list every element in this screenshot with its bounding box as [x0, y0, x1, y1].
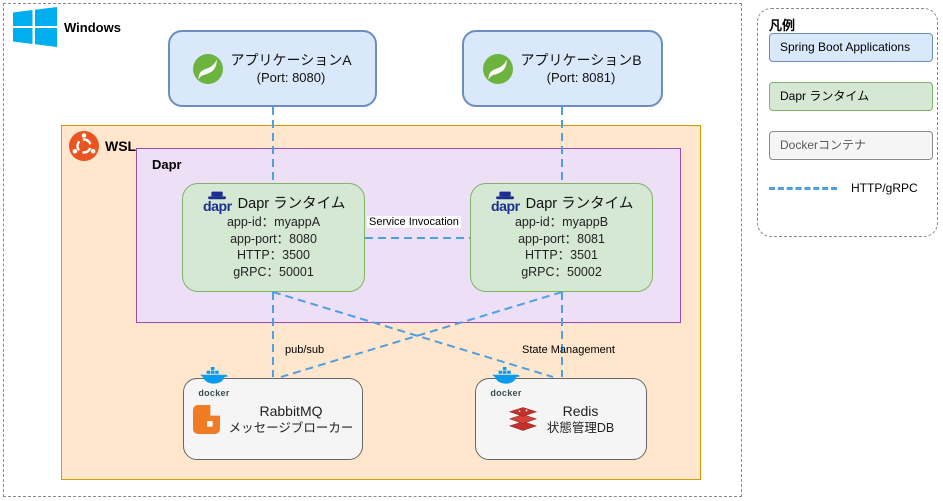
- app-b-port: (Port: 8081): [546, 70, 616, 85]
- runtime-a-title: Dapr ランタイム: [237, 196, 346, 212]
- docker-wordmark: docker: [490, 388, 522, 398]
- svg-text:dapr: dapr: [203, 198, 233, 214]
- legend-item-docker-container: Dockerコンテナ: [769, 131, 933, 160]
- runtime-b-grpc-port: gRPC：50002: [521, 264, 602, 279]
- runtime-b-app-port: app-port：8081: [518, 231, 605, 246]
- runtime-a-app-port: app-port：8080: [230, 231, 317, 246]
- node-rabbitmq: docker RabbitMQ メッセージブローカー: [183, 367, 363, 460]
- rabbitmq-subtitle: メッセージブローカー: [228, 420, 354, 435]
- node-application-a: アプリケーションA (Port: 8080): [168, 30, 377, 107]
- node-dapr-runtime-b: dapr Dapr ランタイム app-id：myappB app-port：8…: [470, 183, 653, 292]
- wsl-label: WSL: [105, 138, 137, 154]
- edge-label-service-invocation: Service Invocation: [367, 216, 461, 228]
- edge-label-pubsub: pub/sub: [285, 344, 325, 356]
- dashed-line-sample-icon: [769, 186, 837, 190]
- app-a-port: (Port: 8080): [256, 70, 326, 85]
- spring-logo-icon: [193, 53, 224, 84]
- docker-whale-icon: [492, 367, 520, 384]
- app-a-title: アプリケーションA: [230, 52, 352, 68]
- windows-group-box: [3, 3, 742, 497]
- docker-wordmark: docker: [198, 388, 230, 398]
- edge-label-state-management: State Management: [522, 344, 615, 356]
- docker-badge: docker: [192, 367, 236, 398]
- legend-http-grpc-row: HTTP/gRPC: [769, 181, 929, 195]
- dapr-logo-icon: dapr: [203, 191, 233, 214]
- windows-label: Windows: [64, 20, 121, 35]
- redis-name: Redis: [562, 402, 599, 419]
- node-dapr-runtime-a: dapr Dapr ランタイム app-id：myappA app-port：8…: [182, 183, 365, 292]
- docker-badge: docker: [484, 367, 528, 398]
- node-redis: docker Redis 状態管理DB: [475, 367, 647, 460]
- runtime-a-grpc-port: gRPC：50001: [233, 264, 314, 279]
- redis-subtitle: 状態管理DB: [546, 420, 615, 435]
- legend-item-spring-boot: Spring Boot Applications: [769, 33, 933, 62]
- ubuntu-logo-icon: [69, 131, 99, 161]
- dapr-logo-icon: dapr: [491, 191, 521, 214]
- windows-logo-icon: [13, 7, 57, 47]
- runtime-a-app-id: app-id：myappA: [226, 215, 321, 229]
- rabbitmq-name: RabbitMQ: [259, 402, 323, 419]
- runtime-a-http-port: HTTP：3500: [237, 248, 310, 262]
- docker-whale-icon: [200, 367, 228, 384]
- node-application-b: アプリケーションB (Port: 8081): [462, 30, 663, 107]
- legend-panel: 凡例 Spring Boot Applications Dapr ランタイム D…: [757, 8, 938, 237]
- runtime-b-title: Dapr ランタイム: [525, 196, 634, 212]
- spring-logo-icon: [483, 53, 514, 84]
- legend-title: 凡例: [769, 18, 796, 33]
- legend-http-grpc-label: HTTP/gRPC: [851, 181, 918, 195]
- runtime-b-app-id: app-id：myappB: [514, 215, 609, 229]
- legend-item-dapr-runtime: Dapr ランタイム: [769, 82, 933, 111]
- runtime-b-http-port: HTTP：3501: [525, 248, 598, 262]
- redis-logo-icon: [508, 407, 537, 431]
- svg-text:dapr: dapr: [491, 198, 521, 214]
- rabbitmq-logo-icon: [192, 404, 220, 434]
- app-b-title: アプリケーションB: [520, 52, 642, 68]
- dapr-group-label: Dapr: [152, 157, 182, 172]
